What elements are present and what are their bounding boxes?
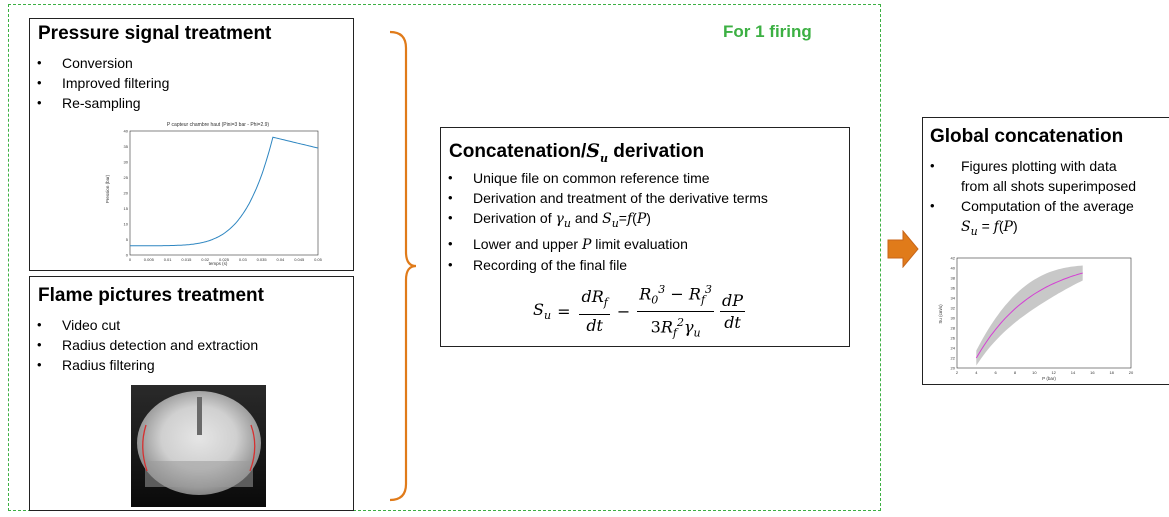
pressure-plot-y-tick: 20 <box>124 191 129 196</box>
list-item-text: Derivation of <box>473 210 555 226</box>
list-item-continuation: Su = f(P) <box>923 216 1136 242</box>
gamma-u-symbol: γu <box>555 211 570 227</box>
global-plot-y-tick: 32 <box>951 306 956 311</box>
global-plot-x-tick: 6 <box>995 370 998 375</box>
pressure-plot-y-tick: 5 <box>126 237 129 242</box>
list-item-text: Derivation and treatment of the derivati… <box>473 190 768 206</box>
list-item: Conversion <box>30 53 169 73</box>
p-symbol: P <box>582 237 591 253</box>
list-item: Computation of the average <box>923 196 1136 216</box>
global-plot-y-tick: 20 <box>951 366 956 371</box>
firing-label: For 1 firing <box>723 22 812 42</box>
concatenation-list: Unique file on common reference time Der… <box>441 168 768 275</box>
pressure-plot-x-tick: 0.04 <box>277 257 286 262</box>
list-item-text: = <box>619 210 627 226</box>
pressure-plot-y-tick: 40 <box>124 129 129 134</box>
scatter-band <box>976 266 1082 366</box>
pressure-plot-ylabel: Pression (bar) <box>105 174 110 203</box>
pressure-plot-x-tick: 0.03 <box>239 257 248 262</box>
global-plot-y-tick: 30 <box>951 316 956 321</box>
list-item-continuation: from all shots superimposed <box>923 176 1136 196</box>
f-of-p: f <box>627 211 632 227</box>
list-item: Derivation of γu and Su=f(P) <box>441 208 768 234</box>
pressure-plot-x-tick: 0.015 <box>181 257 192 262</box>
global-plot-y-tick: 26 <box>951 336 956 341</box>
pressure-plot-y-tick: 25 <box>124 175 129 180</box>
pressure-plot-y-tick: 10 <box>124 222 129 227</box>
global-plot-y-tick: 24 <box>951 346 956 351</box>
flame-treatment-box: Flame pictures treatment Video cut Radiu… <box>29 276 354 511</box>
global-plot-y-tick: 28 <box>951 326 956 331</box>
pressure-plot-title: P capteur chambre haut (Pini=3 bar - Phi… <box>167 122 270 128</box>
pressure-plot-axes: 0 0.005 0.01 0.015 0.02 0.025 0.03 0.035 0.04 0.0… <box>124 129 322 263</box>
pressure-plot: P capteur chambre haut (Pini=3 bar - Phi… <box>100 119 322 267</box>
global-plot-y-tick: 38 <box>951 276 956 281</box>
global-plot-x-tick: 20 <box>1129 370 1134 375</box>
list-item: Recording of the final file <box>441 255 768 275</box>
list-item: Video cut <box>30 315 258 335</box>
global-plot-y-tick: 36 <box>951 286 956 291</box>
list-item: Unique file on common reference time <box>441 168 768 188</box>
list-item-text: Lower and upper <box>473 236 582 252</box>
pressure-treatment-box: Pressure signal treatment Conversion Imp… <box>29 18 354 271</box>
global-plot-y-tick: 40 <box>951 266 956 271</box>
list-item: Lower and upper P limit evaluation <box>441 234 768 255</box>
global-plot-y-tick: 42 <box>951 256 956 261</box>
global-concatenation-box: Global concatenation Figures plotting wi… <box>922 117 1169 385</box>
pressure-plot-x-tick: 0.05 <box>314 257 322 262</box>
list-item-text: Unique file on common reference time <box>473 170 710 186</box>
flame-treatment-title: Flame pictures treatment <box>38 285 264 307</box>
orange-brace <box>388 30 418 502</box>
pressure-plot-y-tick: 35 <box>124 144 129 149</box>
global-plot-xlabel: P (bar) <box>1042 376 1056 381</box>
global-concatenation-list: Figures plotting with data from all shot… <box>923 156 1136 242</box>
concatenation-title-suffix: derivation <box>608 141 704 162</box>
concatenation-title: Concatenation/Su derivation <box>449 140 704 165</box>
pressure-plot-x-tick: 0.045 <box>294 257 305 262</box>
concatenation-box: Concatenation/Su derivation Unique file … <box>440 127 850 347</box>
global-plot-x-tick: 4 <box>975 370 978 375</box>
list-item: Derivation and treatment of the derivati… <box>441 188 768 208</box>
su-symbol: Su <box>602 211 619 227</box>
su-subscript: u <box>600 152 608 165</box>
list-item-text: Recording of the final file <box>473 257 627 273</box>
list-item: Re-sampling <box>30 93 169 113</box>
global-plot-x-tick: 2 <box>956 370 959 375</box>
right-arrow-icon <box>887 230 919 268</box>
global-plot-x-tick: 14 <box>1071 370 1076 375</box>
global-plot-x-tick: 8 <box>1014 370 1017 375</box>
pressure-curve <box>130 137 318 246</box>
pressure-plot-x-tick: 0.01 <box>164 257 173 262</box>
list-item-text: and <box>571 210 602 226</box>
global-plot-x-tick: 12 <box>1051 370 1056 375</box>
global-plot-y-tick: 34 <box>951 296 956 301</box>
global-plot-x-tick: 10 <box>1032 370 1037 375</box>
list-item: Improved filtering <box>30 73 169 93</box>
global-plot-ylabel: Su (cm/s) <box>938 304 943 324</box>
global-plot-y-tick: 22 <box>951 356 956 361</box>
plot-frame <box>130 131 318 255</box>
pressure-plot-x-tick: 0.02 <box>201 257 210 262</box>
list-item: Radius filtering <box>30 355 258 375</box>
global-plot-x-tick: 16 <box>1090 370 1095 375</box>
pressure-plot-x-tick: 0.025 <box>219 257 230 262</box>
concatenation-title-text: Concatenation/ <box>449 141 586 162</box>
pressure-plot-x-tick: 0.035 <box>257 257 268 262</box>
pressure-plot-y-tick: 15 <box>124 206 129 211</box>
flame-treatment-list: Video cut Radius detection and extractio… <box>30 315 258 375</box>
pressure-plot-x-tick: 0 <box>129 257 132 262</box>
list-item-text: limit evaluation <box>591 236 688 252</box>
pressure-treatment-title: Pressure signal treatment <box>38 23 271 45</box>
pressure-treatment-list: Conversion Improved filtering Re-samplin… <box>30 53 169 113</box>
pressure-plot-y-tick: 30 <box>124 160 129 165</box>
su-symbol: S <box>586 140 600 162</box>
pressure-plot-x-tick: 0.005 <box>144 257 155 262</box>
global-concatenation-title: Global concatenation <box>930 126 1123 148</box>
global-plot-x-tick: 18 <box>1109 370 1114 375</box>
flame-picture <box>131 385 266 507</box>
list-item: Figures plotting with data <box>923 156 1136 176</box>
list-item: Radius detection and extraction <box>30 335 258 355</box>
